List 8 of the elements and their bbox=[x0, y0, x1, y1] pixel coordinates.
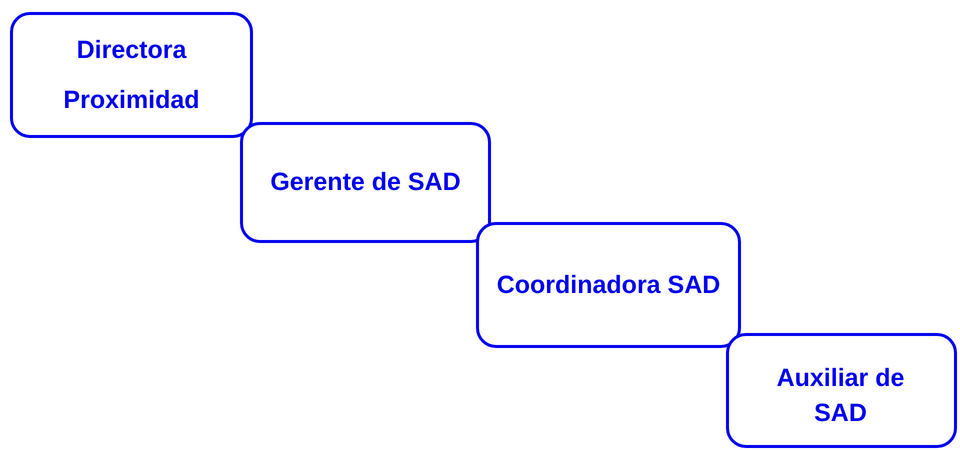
rounded-box bbox=[726, 333, 957, 448]
box-label: Directora Proximidad bbox=[62, 35, 201, 116]
box-label: Gerente de SAD bbox=[269, 167, 462, 198]
box-label: Auxiliar de SAD bbox=[776, 362, 906, 428]
box-label: Coordinadora SAD bbox=[496, 270, 722, 300]
rounded-box bbox=[10, 12, 253, 138]
rounded-box bbox=[476, 222, 741, 348]
rounded-box bbox=[240, 122, 491, 243]
